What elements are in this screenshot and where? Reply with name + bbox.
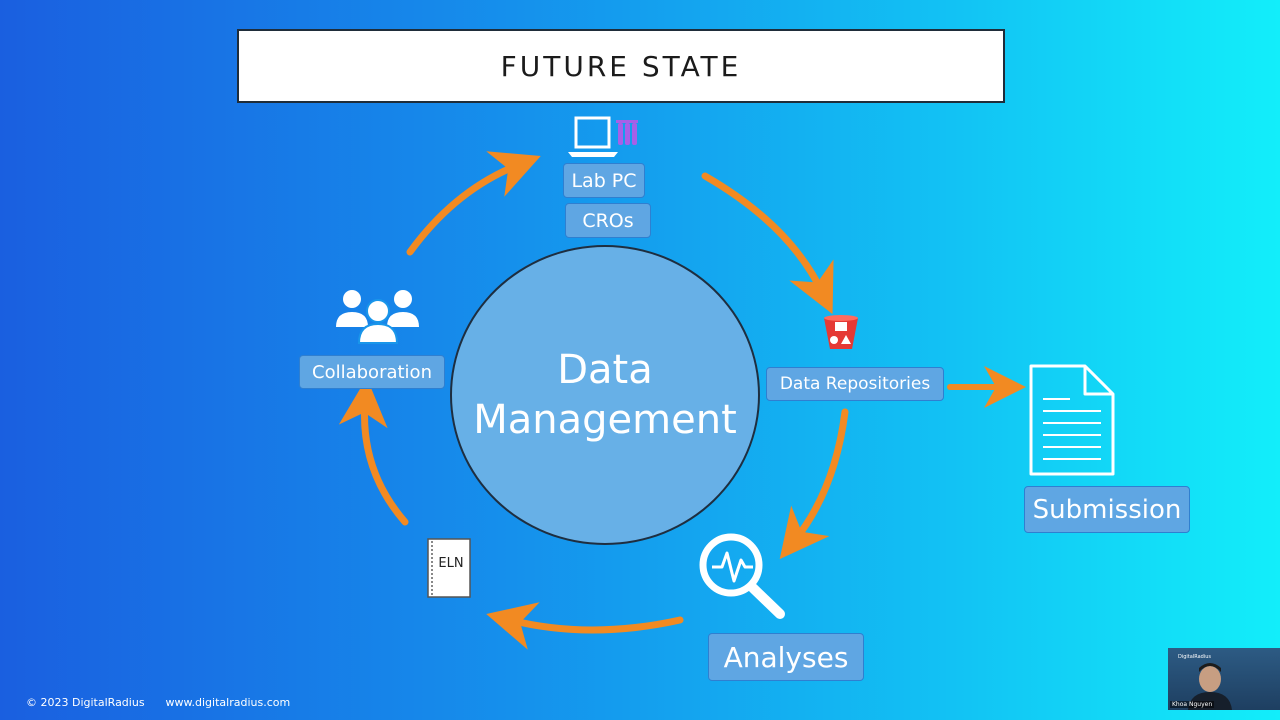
slide-title: FUTURE STATE [500,49,742,83]
analyses-label: Analyses [708,633,864,681]
test-tubes-icon [616,120,638,145]
arrow-collaboration-to-lab [406,151,541,256]
webcam-brand: DigitalRadius [1178,654,1211,660]
center-line-1: Data [557,347,653,393]
data-repositories-label: Data Repositories [766,367,944,401]
arrow-lab-to-repositories [701,172,834,315]
people-group-icon [336,290,419,344]
center-line-2: Management [473,397,737,443]
footer: © 2023 DigitalRadius www.digitalradius.c… [26,696,290,709]
footer-url: www.digitalradius.com [165,696,291,709]
submission-label: Submission [1024,486,1190,533]
cros-label: CROs [565,203,651,238]
bucket-icon [824,315,858,349]
data-management-circle: Data Management [450,245,760,545]
collaboration-label: Collaboration [299,355,445,389]
lab-pc-label: Lab PC [563,163,645,198]
arrow-eln-to-collaboration [338,377,409,526]
magnifier-waveform-icon [699,533,785,619]
arrow-repositories-to-analyses [779,408,849,560]
notebook-icon [427,538,471,598]
presenter-webcam: DigitalRadius Khoa Nguyen [1168,648,1280,710]
eln-label: ELN [438,556,464,571]
presenter-name: Khoa Nguyen [1170,701,1215,708]
footer-copyright: © 2023 DigitalRadius [26,696,145,709]
arrow-analyses-to-eln [486,602,684,650]
title-box: FUTURE STATE [237,29,1005,103]
laptop-icon [568,116,618,157]
document-icon [1029,364,1115,476]
